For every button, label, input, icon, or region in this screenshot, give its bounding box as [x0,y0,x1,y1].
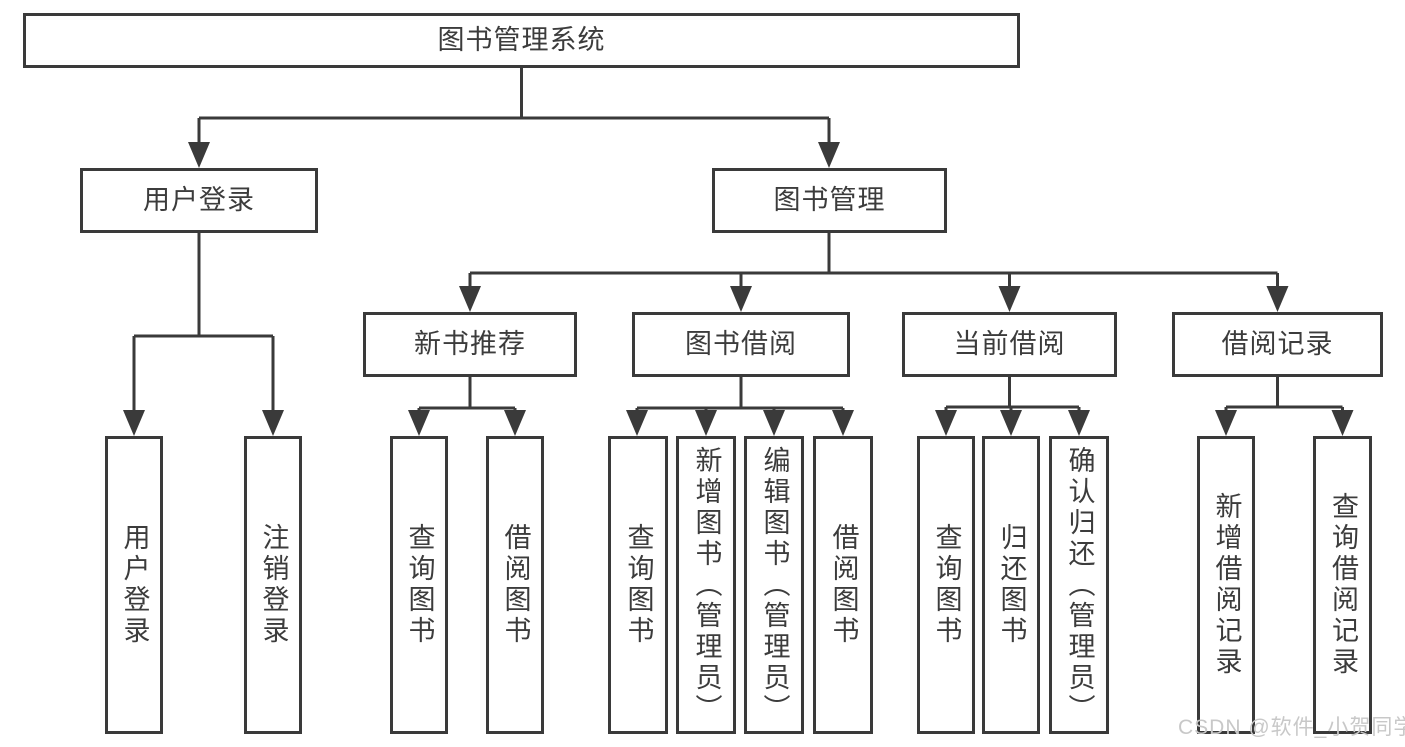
node-current-borrowing: 当前借阅 [902,312,1117,377]
arrowhead [998,286,1021,312]
node-label: 用户登录 [143,185,255,215]
arrowhead [935,410,957,436]
arrowhead [188,142,210,168]
edge-book-mgmt-children [468,233,1279,292]
leaf-edit-book-admin: 编辑图书（管理员） [744,436,804,734]
leaf-confirm-return-admin: 确认归还（管理员） [1049,436,1109,734]
csdn-watermark: CSDN @软件_小贺同学 [1178,716,1405,739]
node-label: 借阅图书 [828,523,859,647]
arrowhead [1331,410,1354,436]
node-label: 归还图书 [996,523,1027,647]
arrowhead [695,410,717,436]
arrowhead [763,410,785,436]
node-label: 新增借阅记录 [1211,492,1242,678]
node-label: 图书管理系统 [437,25,606,55]
node-label: 查询图书 [931,523,962,647]
leaf-user-login: 用户登录 [105,436,163,734]
edge-records-children [1224,377,1344,416]
edge-currentborrow-children [944,377,1081,416]
leaf-borrow-books: 借阅图书 [813,436,873,734]
node-label: 当前借阅 [953,329,1066,359]
leaf-add-borrow-record: 新增借阅记录 [1197,436,1255,734]
arrowhead [504,410,526,436]
arrowhead [730,286,752,312]
arrowhead [408,410,430,436]
arrowhead [459,286,481,312]
node-book-borrowing: 图书借阅 [632,312,850,377]
node-label: 图书借阅 [685,329,797,359]
leaf-query-books: 查询图书 [917,436,975,734]
leaf-return-book: 归还图书 [982,436,1040,734]
arrowhead [832,410,854,436]
arrowhead [626,410,648,436]
node-label: 新书推荐 [414,329,526,359]
leaf-query-books: 查询图书 [390,436,448,734]
node-label: 确认归还（管理员） [1064,445,1095,725]
node-label: 查询图书 [623,523,654,647]
leaf-add-book-admin: 新增图书（管理员） [676,436,736,734]
node-label: 新增图书（管理员） [691,445,722,725]
node-borrow-records: 借阅记录 [1172,312,1383,377]
edge-root-to-level2 [197,68,831,148]
node-label: 注销登录 [258,523,289,647]
arrowhead [1266,286,1289,312]
arrowhead [1215,410,1237,436]
edge-user-login-children [132,233,275,416]
leaf-logout-login: 注销登录 [244,436,302,734]
node-label: 查询借阅记录 [1328,492,1358,678]
node-label: 用户登录 [119,523,150,647]
arrowhead [1000,410,1022,436]
arrowhead [818,142,840,168]
node-user-login: 用户登录 [80,168,318,233]
leaf-query-books: 查询图书 [608,436,668,734]
arrowhead [1068,410,1090,436]
node-label: 图书管理 [773,185,886,215]
leaf-query-borrow-record: 查询借阅记录 [1313,436,1372,734]
edge-newbook-children [417,377,517,416]
node-label: 借阅图书 [500,523,531,647]
node-new-book-recommend: 新书推荐 [363,312,577,377]
node-label: 编辑图书（管理员） [759,445,790,725]
node-label: 查询图书 [404,523,435,647]
edge-bookborrow-children [635,377,845,416]
arrowhead [262,410,284,436]
leaf-borrow-books: 借阅图书 [486,436,544,734]
node-label: 借阅记录 [1221,329,1334,359]
arrowhead [123,410,145,436]
node-book-management: 图书管理 [712,168,947,233]
node-library-management-system: 图书管理系统 [23,13,1020,68]
